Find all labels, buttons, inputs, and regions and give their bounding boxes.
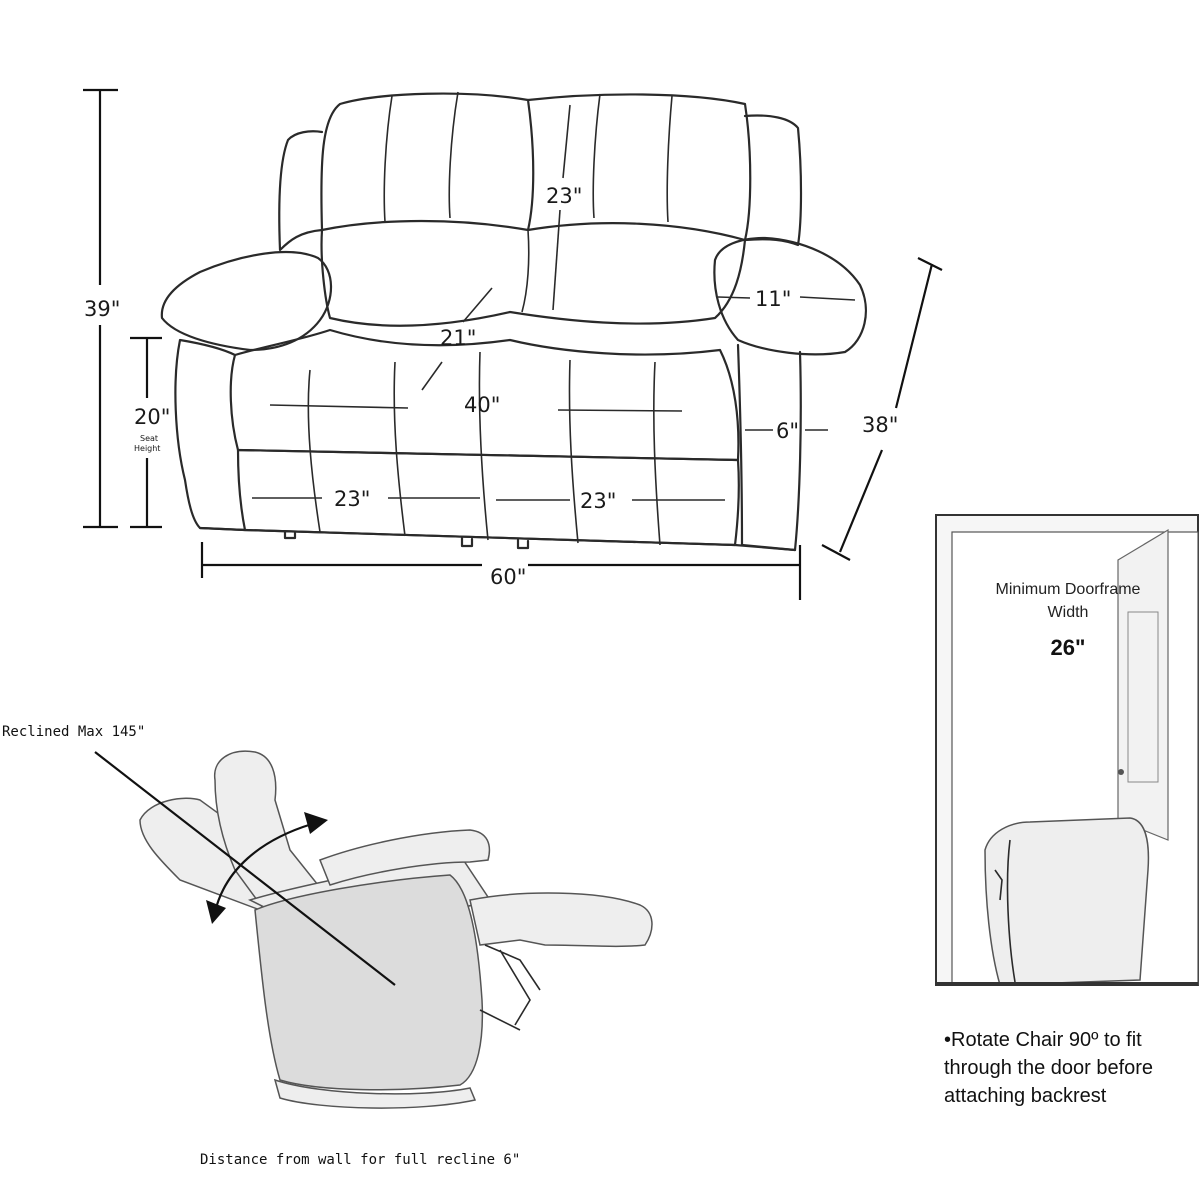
recliner-side-panel [254, 874, 484, 1091]
sofa-dimension-lines [83, 88, 943, 600]
left-back-wing [278, 130, 324, 252]
left-back-cushion [320, 92, 535, 232]
seat-height-caption-1: Seat [140, 434, 158, 443]
rotate-note-line2: through the door before [944, 1057, 1153, 1079]
door-floor [936, 982, 1198, 986]
seat-height-label: 20" [134, 405, 170, 429]
door-knob [1118, 769, 1124, 775]
arm-width-label: 11" [755, 287, 791, 311]
footrest-mechanism [479, 944, 541, 1031]
rotated-chair [984, 817, 1150, 986]
doorframe-label-line2: Width [1048, 604, 1089, 621]
overall-width-label: 60" [490, 565, 526, 589]
recline-angle-label: Reclined Max 145" [2, 724, 145, 740]
right-back-cushion [526, 93, 752, 242]
right-arm-front [736, 343, 802, 552]
sofa-base [198, 526, 797, 552]
recliner-footrest [469, 892, 653, 948]
recliner-base [273, 1078, 477, 1109]
total-height-label: 39" [84, 297, 120, 321]
right-armrest [713, 236, 867, 356]
open-door-panel [1117, 528, 1169, 841]
seat-width-right-label: 23" [580, 489, 616, 513]
seat-height-caption-2: Height [134, 444, 160, 453]
recliner-drawing [94, 750, 653, 1109]
arc-arrow-bottom [206, 900, 226, 924]
recline-angle-line [94, 751, 396, 986]
upright-backrest [214, 750, 332, 916]
recline-arc [213, 822, 313, 913]
rotated-chair-seam [994, 839, 1016, 983]
front-stitch-lines [307, 351, 661, 546]
seat-cushions [320, 228, 747, 327]
doorframe-width-value: 26" [1051, 635, 1086, 660]
seat-depth-label: 21" [440, 326, 476, 350]
arm-height-label: 6" [776, 419, 799, 443]
rotate-note-line3: attaching backrest [944, 1085, 1107, 1107]
right-back-wing [743, 114, 803, 247]
left-arm-front [174, 338, 247, 532]
sofa-feet [283, 530, 530, 550]
left-armrest [160, 250, 333, 352]
doorframe-label-line1: Minimum Doorframe [996, 581, 1141, 598]
back-height-label: 23" [546, 184, 582, 208]
wall-distance-label: Distance from wall for full recline 6" [200, 1152, 520, 1168]
recliner-arm-top [319, 829, 491, 886]
arc-arrow-top [304, 812, 328, 834]
door-inset-panel [1127, 611, 1159, 783]
loveseat-drawing [160, 91, 867, 552]
seat-divider [521, 229, 530, 313]
seat-width-left-label: 23" [334, 487, 370, 511]
seat-width-total-label: 40" [464, 393, 500, 417]
rotate-note-line1: •Rotate Chair 90º to fit [944, 1029, 1142, 1051]
doorframe-drawing [935, 514, 1199, 986]
overall-depth-label: 38" [862, 413, 898, 437]
back-stitch-lines [383, 91, 673, 223]
